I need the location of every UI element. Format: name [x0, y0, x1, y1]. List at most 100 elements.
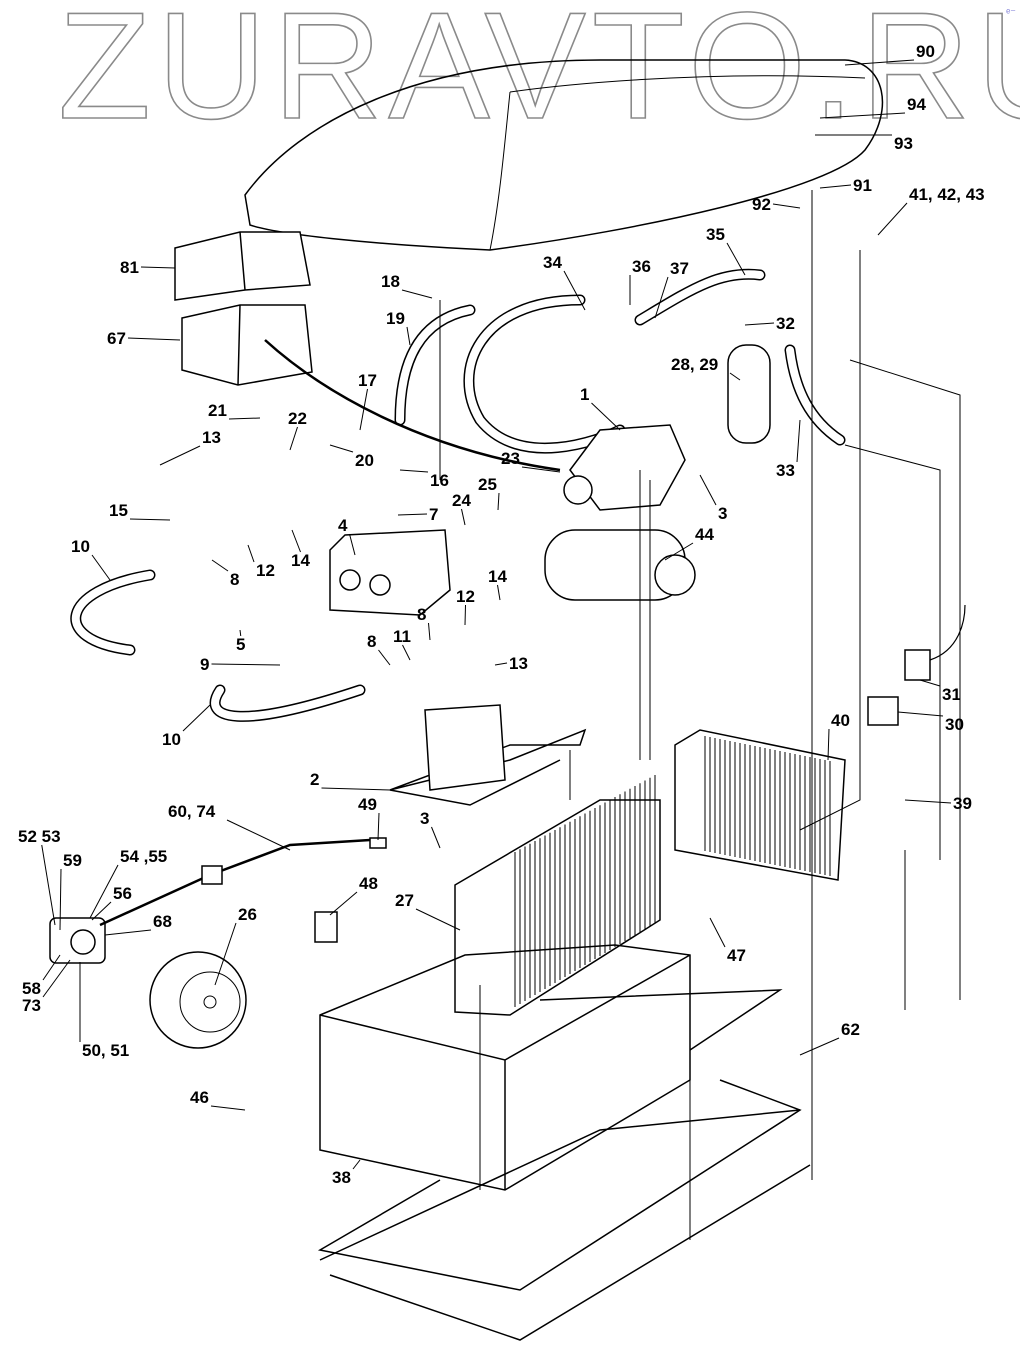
part-label: 40: [831, 711, 850, 730]
part-label: 81: [120, 258, 139, 277]
part-callout: 12: [456, 587, 475, 626]
shield-67: [181, 304, 313, 386]
part-callout: 93: [815, 134, 913, 153]
part-callout: 68: [104, 912, 172, 936]
part-callout: 10: [71, 537, 111, 581]
leader-line: [497, 492, 500, 511]
leader-line: [91, 554, 111, 581]
leader-line: [819, 112, 906, 119]
part-label: 90: [916, 42, 935, 61]
hose-loop: [463, 294, 626, 454]
part-callout: 5: [236, 629, 245, 654]
part-label: 48: [359, 874, 378, 893]
part-callout: 62: [799, 1020, 860, 1056]
part-callout: 58: [22, 954, 61, 998]
relay-48: [314, 911, 338, 943]
part-callout: 32: [744, 314, 795, 333]
bottom-channel: [319, 1109, 811, 1341]
part-label: 32: [776, 314, 795, 333]
part-label: 44: [695, 525, 714, 544]
part-label: 47: [727, 946, 746, 965]
part-callout: 30: [897, 711, 964, 734]
part-callout: 10: [162, 704, 211, 749]
part-label: 2: [310, 770, 319, 789]
part-label: 26: [238, 905, 257, 924]
part-label: 3: [420, 809, 429, 828]
part-callout: 21: [208, 401, 261, 420]
leader-line: [89, 864, 119, 919]
part-label: 8: [367, 632, 376, 651]
leader-line: [377, 812, 380, 841]
connector-30: [867, 696, 899, 726]
leader-line: [819, 184, 852, 189]
leader-line: [904, 799, 952, 804]
hose-33: [784, 344, 846, 446]
part-label: 10: [71, 537, 90, 556]
leader-line: [349, 533, 356, 556]
part-label: 5: [236, 635, 245, 654]
part-callout: 11: [393, 627, 411, 661]
part-label: 28, 29: [671, 355, 718, 374]
part-label: 11: [393, 627, 411, 646]
leader-line: [563, 270, 586, 311]
leader-line: [402, 644, 411, 661]
arrow-line: [264, 339, 561, 472]
part-callout: 47: [709, 917, 746, 965]
part-label: 25: [478, 475, 497, 494]
part-label: 13: [202, 428, 221, 447]
part-label: 34: [543, 253, 562, 272]
part-callout: 27: [395, 891, 461, 931]
part-callout: 3: [699, 474, 727, 523]
part-callout: 40: [827, 711, 850, 761]
leader-line: [494, 662, 508, 666]
leader-line: [378, 649, 391, 666]
part-callout: 3: [420, 809, 441, 849]
part-label: 93: [894, 134, 913, 153]
part-label: 20: [355, 451, 374, 470]
leader-line: [406, 326, 411, 346]
leader-line: [289, 426, 298, 451]
leader-line: [699, 474, 717, 506]
leader-line: [729, 372, 741, 381]
part-callout: 14: [291, 529, 310, 570]
part-callout: 67: [107, 329, 181, 348]
leader-line: [140, 266, 176, 269]
part-label: 13: [509, 654, 528, 673]
part-callout: 91: [819, 176, 872, 195]
part-label: 68: [153, 912, 172, 931]
part-label: 36: [632, 257, 651, 276]
part-label: 23: [501, 449, 520, 468]
part-callout: 8: [367, 632, 391, 666]
part-label: 94: [907, 95, 926, 114]
part-callout: 39: [904, 794, 972, 813]
part-label: 46: [190, 1088, 209, 1107]
part-label: 33: [776, 461, 795, 480]
heater-box: [319, 944, 691, 1191]
wire-harness: [99, 838, 371, 927]
part-label: 58: [22, 979, 41, 998]
part-label: 39: [953, 794, 972, 813]
leader-line: [428, 622, 431, 641]
part-label: 8: [417, 605, 426, 624]
part-callout: 56: [91, 884, 132, 921]
part-label: 91: [853, 176, 872, 195]
leader-line: [321, 787, 391, 791]
leader-line: [329, 891, 358, 916]
part-callout: 8: [417, 605, 431, 641]
part-label: 22: [288, 409, 307, 428]
part-callout: 4: [338, 516, 356, 556]
part-label: 24: [452, 491, 471, 510]
part-callout: 2: [310, 770, 391, 791]
part-callout: 31: [919, 679, 961, 704]
part-label: 18: [381, 272, 400, 291]
part-label: 14: [488, 567, 507, 586]
leader-line: [654, 276, 669, 319]
leader-line: [210, 1105, 246, 1111]
heater-core-27: [454, 775, 661, 1016]
part-callout: 73: [22, 959, 71, 1015]
part-label: 38: [332, 1168, 351, 1187]
leader-line: [329, 444, 354, 453]
leader-line: [401, 289, 433, 299]
leader-line: [127, 337, 181, 341]
